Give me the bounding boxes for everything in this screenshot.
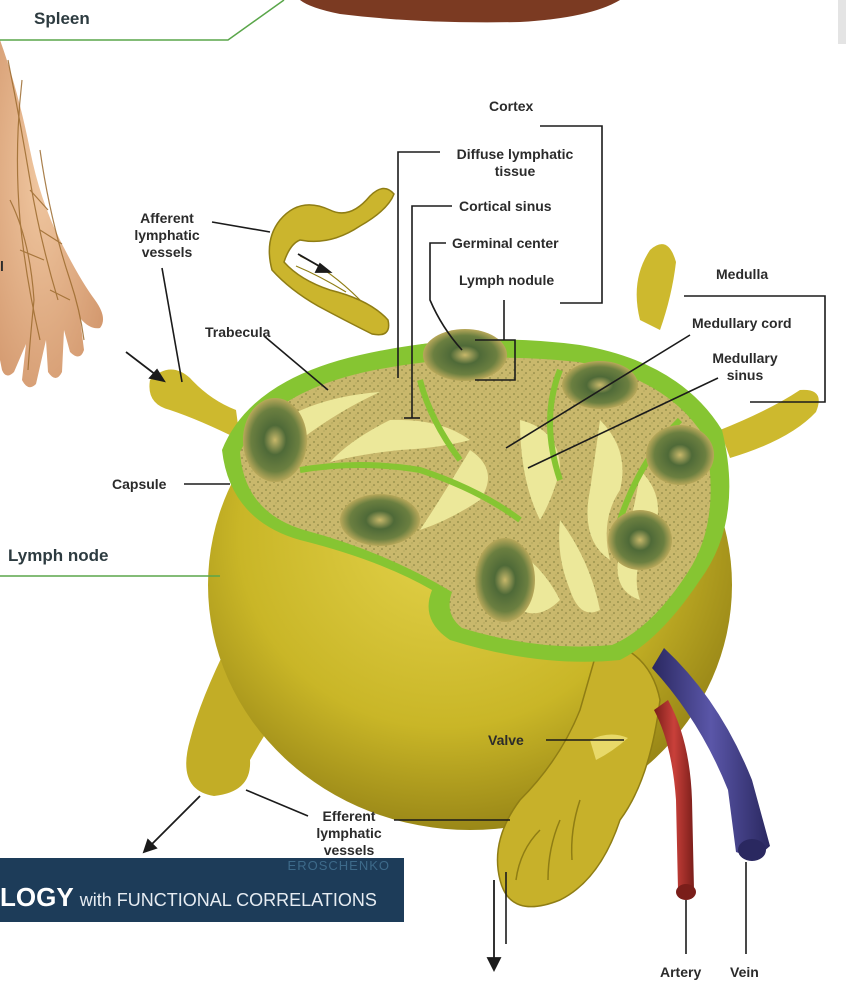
efferent-lymphatic-vessels-label: Efferent lymphatic vessels [304, 808, 394, 859]
book-banner: EROSCHENKO LOGY with FUNCTIONAL CORRELAT… [0, 858, 404, 922]
lymph-node-label: Lymph node [8, 547, 108, 564]
efferent-line3: vessels [304, 842, 394, 859]
valve-label: Valve [488, 732, 524, 749]
banner-author: EROSCHENKO [288, 858, 390, 873]
medullary-sinus-line1: Medullary [700, 350, 790, 367]
efferent-line2: lymphatic [304, 825, 394, 842]
spleen-organ-shape [300, 0, 620, 22]
afferent-line3: vessels [124, 244, 210, 261]
capsule-label: Capsule [112, 476, 166, 493]
cortex-label: Cortex [489, 98, 533, 115]
arm-illustration [0, 40, 103, 387]
medullary-sinus-label: Medullary sinus [700, 350, 790, 384]
artery-label: Artery [660, 964, 701, 981]
banner-series-title: LOGY with FUNCTIONAL CORRELATIONS [0, 882, 377, 913]
diffuse-lymphatic-tissue-line2: tissue [446, 163, 584, 180]
cortical-sinus-label: Cortical sinus [459, 198, 552, 215]
blood-vessels [652, 648, 770, 900]
banner-series-rest: with FUNCTIONAL CORRELATIONS [80, 890, 377, 910]
edge-fragment-label: l [0, 258, 4, 275]
medulla-label: Medulla [716, 266, 768, 283]
afferent-lymphatic-vessels-label: Afferent lymphatic vessels [124, 210, 210, 261]
efferent-line1: Efferent [304, 808, 394, 825]
diffuse-lymphatic-tissue-line1: Diffuse lymphatic [446, 146, 584, 163]
afferent-lymphatic-vessel [269, 188, 394, 334]
trabecula-label: Trabecula [205, 324, 270, 341]
vein-label: Vein [730, 964, 759, 981]
germinal-center-label: Germinal center [452, 235, 559, 252]
top-right-frame [838, 0, 846, 44]
medullary-sinus-line2: sinus [700, 367, 790, 384]
spleen-label: Spleen [34, 10, 90, 27]
banner-series-bold: LOGY [0, 882, 74, 912]
lymph-nodule-label: Lymph nodule [459, 272, 554, 289]
medullary-cord-label: Medullary cord [692, 315, 792, 332]
diffuse-lymphatic-tissue-label: Diffuse lymphatic tissue [446, 146, 584, 180]
afferent-line2: lymphatic [124, 227, 210, 244]
afferent-line1: Afferent [124, 210, 210, 227]
